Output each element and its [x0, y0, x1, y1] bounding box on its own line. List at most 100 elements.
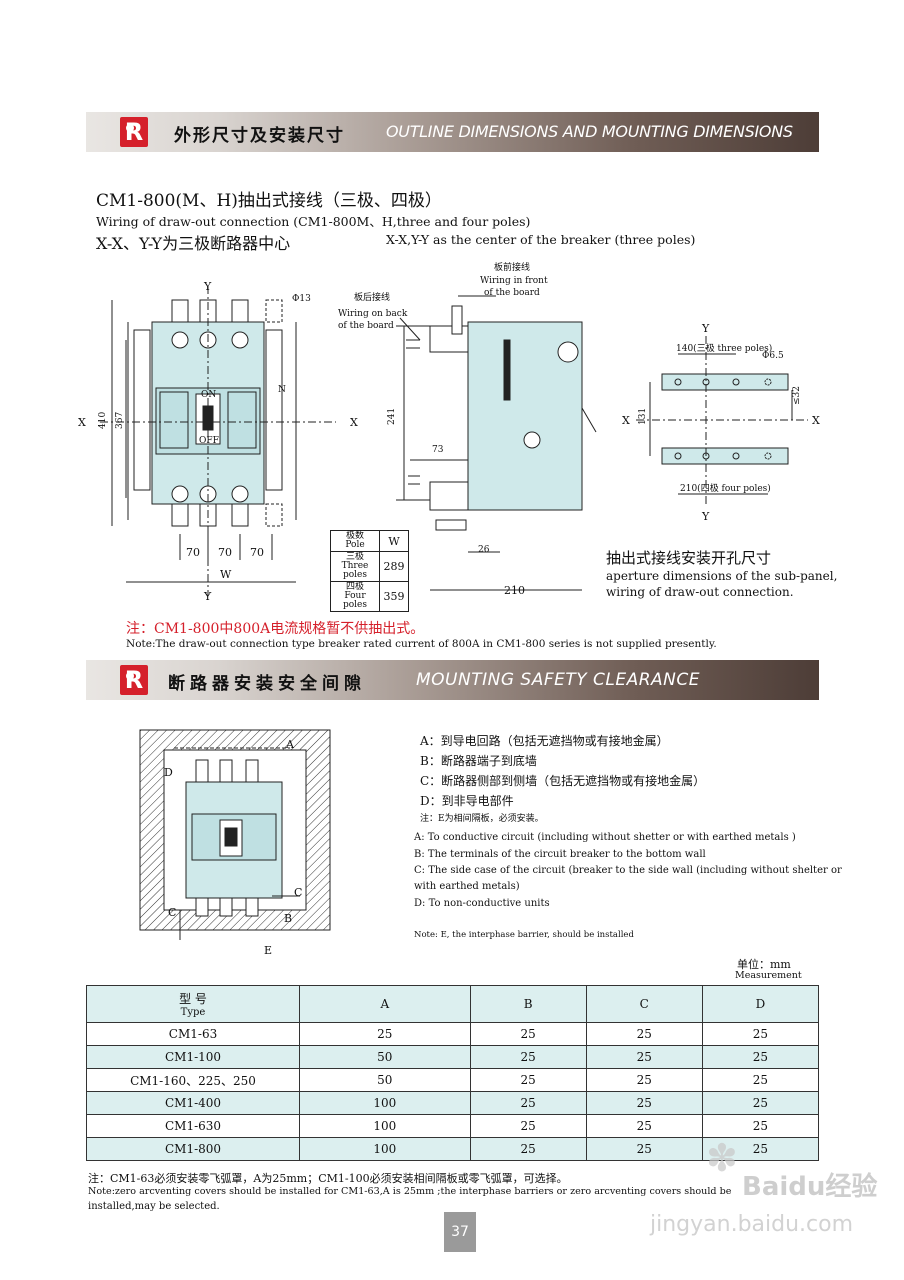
outline-drawings: Y Y X X 410 367 Φ13 ON OFF N 70 70 70 W …: [78, 261, 820, 603]
dim-210-side: 210: [504, 584, 525, 597]
back-wiring-cn: 板后接线: [354, 291, 390, 303]
legend-a-en: A: To conductive circuit (including with…: [414, 832, 796, 843]
cell-type: CM1-800: [86, 1137, 300, 1161]
legend-e-cn: 注：E为相间隔板，必须安装。: [420, 814, 544, 824]
watermark-brand: Baidu经验: [742, 1172, 878, 1202]
col-c: C: [585, 985, 703, 1023]
clr-label-c-right: C: [294, 886, 302, 899]
dim-phi13: Φ13: [292, 294, 311, 304]
dim-131: 131: [638, 408, 648, 425]
note1-en: Note:The draw-out connection type breake…: [126, 638, 717, 650]
unit-en: Measurement: [735, 970, 802, 981]
cell-d: 25: [701, 1022, 820, 1046]
section2-title-en: MOUNTING SAFETY CLEARANCE: [416, 670, 700, 690]
note2-en2: installed,may be selected.: [88, 1201, 220, 1212]
front-y-bottom: Y: [203, 590, 212, 603]
section-title-cn: 外形尺寸及安装尺寸: [174, 126, 345, 146]
front-wiring-en2: of the board: [484, 288, 540, 298]
back-wiring-en2: of the board: [338, 321, 394, 331]
legend-e-en: Note: E, the interphase barrier, should …: [414, 930, 634, 940]
dim-w: W: [220, 568, 232, 581]
table-row: CM1-400 100 25 25 25: [86, 1091, 820, 1115]
cell-a: 100: [299, 1114, 471, 1138]
heading-center-en: X-X,Y-Y as the center of the breaker (th…: [386, 232, 696, 247]
clr-label-e: E: [264, 944, 272, 957]
front-view-drawing: [100, 286, 336, 596]
table-row: CM1-63 25 25 25 25: [86, 1022, 820, 1046]
clr-label-c-left: C: [168, 906, 176, 919]
cell-b: 25: [469, 1045, 587, 1069]
legend-d-cn: D：到非导电部件: [420, 794, 514, 808]
cell-c: 25: [585, 1022, 703, 1046]
legend-d-en: D: To non-conductive units: [414, 898, 550, 909]
dim-73: 73: [432, 445, 444, 455]
aperture-cn: 抽出式接线安装开孔尺寸: [606, 549, 772, 567]
side-view-drawing: [396, 295, 597, 591]
cell-d: 25: [701, 1114, 820, 1138]
note2-en1: Note:zero arcventing covers should be in…: [88, 1186, 732, 1197]
cell-d: 25: [701, 1137, 820, 1161]
section2-title-cn: 断路器安装安全间隙: [168, 674, 366, 694]
section-title-en: OUTLINE DIMENSIONS AND MOUNTING DIMENSIO…: [386, 122, 793, 141]
cell-type: CM1-160、225、250: [86, 1068, 300, 1092]
legend-b-cn: B：断路器端子到底墙: [420, 754, 537, 768]
aperture-en1: aperture dimensions of the sub-panel,: [606, 569, 838, 583]
page-number: 37: [444, 1212, 476, 1252]
cell-b: 25: [469, 1114, 587, 1138]
cell-a: 25: [299, 1022, 471, 1046]
note2-cn: 注：CM1-63必须安装零飞弧罩，A为25mm；CM1-100必须安装相间隔板或…: [88, 1172, 568, 1185]
front-wiring-cn: 板前接线: [494, 261, 530, 273]
cell-a: 50: [299, 1068, 471, 1092]
label-off: OFF: [199, 436, 219, 446]
heading-model: CM1-800(M、H)抽出式接线（三极、四极）: [96, 191, 442, 211]
heading-center-cn: X-X、Y-Y为三极断路器中心: [96, 234, 291, 253]
cell-type: CM1-63: [86, 1022, 300, 1046]
panel-x-left: X: [622, 414, 630, 427]
w-three: 289: [379, 551, 409, 582]
label-n: N: [278, 385, 286, 395]
clearance-diagram: A B C C D E: [139, 729, 331, 957]
cell-b: 25: [469, 1137, 587, 1161]
dim-210-panel: 210(四极 four poles): [680, 482, 771, 494]
cell-c: 25: [585, 1068, 703, 1092]
dim-phi6-5: Φ6.5: [762, 351, 784, 361]
legend-c-en2: with earthed metals): [414, 881, 520, 892]
note1-cn: 注：CM1-800中800A电流规格暂不供抽出式。: [126, 621, 425, 637]
legend-a-cn: A：到导电回路（包括无遮挡物或有接地金属）: [420, 734, 669, 748]
front-y-top: Y: [203, 280, 212, 293]
cell-b: 25: [469, 1091, 587, 1115]
dim-70-3: 70: [250, 546, 264, 559]
dim-26: 26: [478, 545, 490, 555]
table-row: CM1-100 50 25 25 25: [86, 1045, 820, 1069]
dim-367: 367: [115, 412, 125, 429]
heading-wiring-en: Wiring of draw-out connection (CM1-800M、…: [96, 214, 531, 229]
section-header-bar-outline: [86, 112, 819, 152]
cell-d: 25: [701, 1091, 820, 1115]
aperture-en2: wiring of draw-out connection.: [606, 585, 794, 599]
dim-70-1: 70: [186, 546, 200, 559]
dim-140: 140(三极 three poles): [676, 342, 772, 354]
clr-label-a: A: [285, 738, 295, 751]
clr-label-b: B: [284, 912, 292, 925]
panel-y-top: Y: [701, 322, 710, 335]
table-row: CM1-800 100 25 25 25: [86, 1137, 820, 1161]
panel-aperture-drawing: [636, 336, 808, 506]
front-x-right: X: [350, 416, 358, 429]
legend-c-en1: C: The side case of the circuit (breaker…: [414, 865, 842, 876]
legend-c-cn: C：断路器侧部到侧墙（包括无遮挡物或有接地金属）: [420, 774, 706, 788]
panel-x-right: X: [812, 414, 820, 427]
cell-b: 25: [469, 1022, 587, 1046]
cell-d: 25: [701, 1045, 820, 1069]
section-header-bar-clearance: [86, 660, 819, 700]
cell-type: CM1-630: [86, 1114, 300, 1138]
dim-241: 241: [387, 408, 397, 425]
col-d: D: [701, 985, 820, 1023]
cell-c: 25: [585, 1045, 703, 1069]
back-wiring-en1: Wiring on back: [338, 309, 408, 319]
cell-c: 25: [585, 1091, 703, 1115]
